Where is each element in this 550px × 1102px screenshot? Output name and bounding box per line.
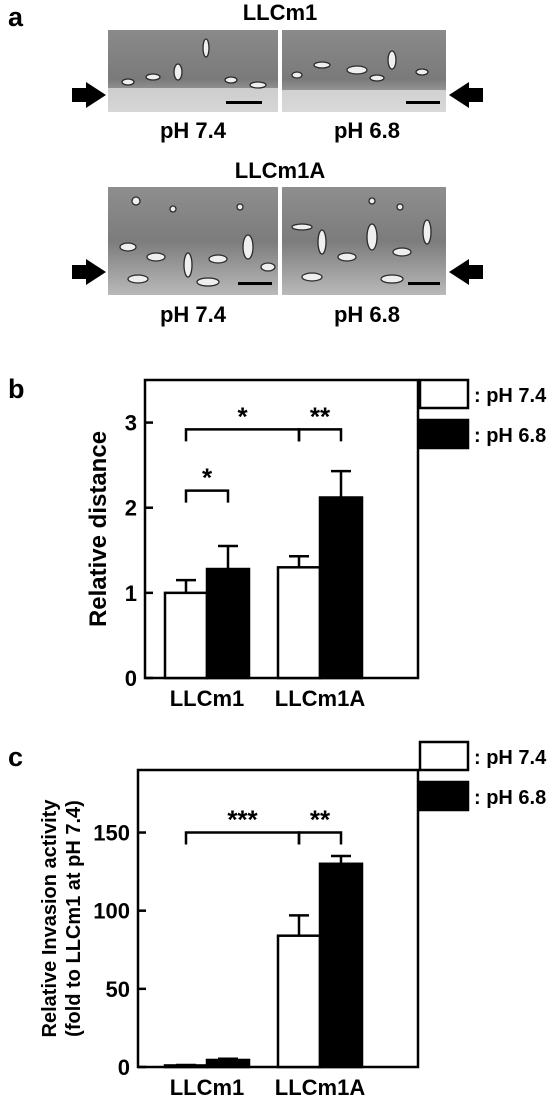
caption-llcm1a-ph68: pH 6.8 [333,302,401,327]
micrograph-llcm1a-ph74 [108,187,278,295]
chart-b-bar-1-0 [276,566,322,680]
chart-c-ytick-label-0: 0 [118,1055,130,1080]
micrograph-llcm1-ph68-image [282,30,446,112]
chart-c-bar-1-1 [318,862,364,1069]
micrograph-llcm1a-ph68-image [282,187,446,295]
chart-b-category-label-1: LLCm1A [275,686,366,711]
chart-c-bar-1-0 [276,934,322,1069]
chart-b-ytick-label-3: 3 [125,411,137,436]
right-arrow-icon [449,82,483,108]
micrograph-llcm1a-ph68 [282,187,446,295]
left-arrow-icon-2 [72,259,106,285]
chart-b-bar-0-0 [163,591,209,680]
chart-c-legend-swatch-0 [418,740,470,772]
chart-c-category-label-0: LLCm1 [170,1075,245,1100]
chart-b-legend-label-1: : pH 6.8 [474,425,546,447]
chart-c-y-axis-label-2: (fold to LLCm1 at pH 7.4) [63,800,85,1037]
chart-b-significance-bracket-2 [297,428,343,442]
chart-c-legend-label-1: : pH 6.8 [474,787,546,809]
caption-llcm1a-ph74: pH 7.4 [159,302,227,327]
chart-c-bar-0-1 [205,1058,251,1069]
group-title-llcm1: LLCm1 [242,0,318,25]
right-arrow-icon-2 [449,259,483,285]
panel-b-letter: b [8,374,25,404]
chart-b-legend-swatch-1 [418,418,470,450]
chart-b-ytick-label-2: 2 [125,496,137,521]
chart-c-ytick-label-3: 150 [93,821,130,846]
chart-c-legend-swatch-1 [418,780,470,812]
chart-c-legend-label-0: : pH 7.4 [474,747,547,769]
chart-c-ytick-label-1: 50 [106,977,130,1002]
chart-c-significance-label-1: ** [310,805,331,835]
chart-b-significance-label-2: ** [310,401,331,431]
chart-c: 0 50 100 150 Relative Invasion activity(fold… [39,740,547,1100]
chart-b-ytick-label-1: 1 [125,581,137,606]
panel-c-letter: c [8,742,24,772]
caption-llcm1-ph68: pH 6.8 [333,118,401,143]
group-title-llcm1a: LLCm1A [234,158,326,183]
chart-b-y-axis-label: Relative distance [85,431,112,627]
chart-b-bar-0-1 [205,567,251,680]
chart-b-significance-bracket-0 [184,489,230,503]
chart-b-category-label-0: LLCm1 [170,686,245,711]
chart-c-significance-label-0: *** [227,805,258,835]
chart-c-significance-bracket-1 [297,831,343,845]
chart-b-ytick-label-0: 0 [125,666,137,691]
chart-b-significance-label-1: * [237,401,248,431]
chart-b-significance-label-0: * [202,463,213,493]
micrograph-llcm1-ph74 [108,30,278,112]
chart-b-bar-1-1 [318,496,364,680]
chart-c-y-axis-label: Relative Invasion activity [39,799,61,1038]
caption-llcm1-ph74: pH 7.4 [159,118,227,143]
micrograph-llcm1a-ph74-image [108,187,278,295]
micrograph-llcm1-ph68 [282,30,446,112]
chart-b-legend-swatch-0 [418,378,470,410]
chart-c-category-label-1: LLCm1A [275,1075,366,1100]
micrograph-llcm1-ph74-image [108,30,278,112]
panel-a-letter: a [8,2,24,32]
chart-b-legend-label-0: : pH 7.4 [474,385,547,407]
chart-c-ytick-label-2: 100 [93,899,130,924]
left-arrow-icon [72,82,106,108]
